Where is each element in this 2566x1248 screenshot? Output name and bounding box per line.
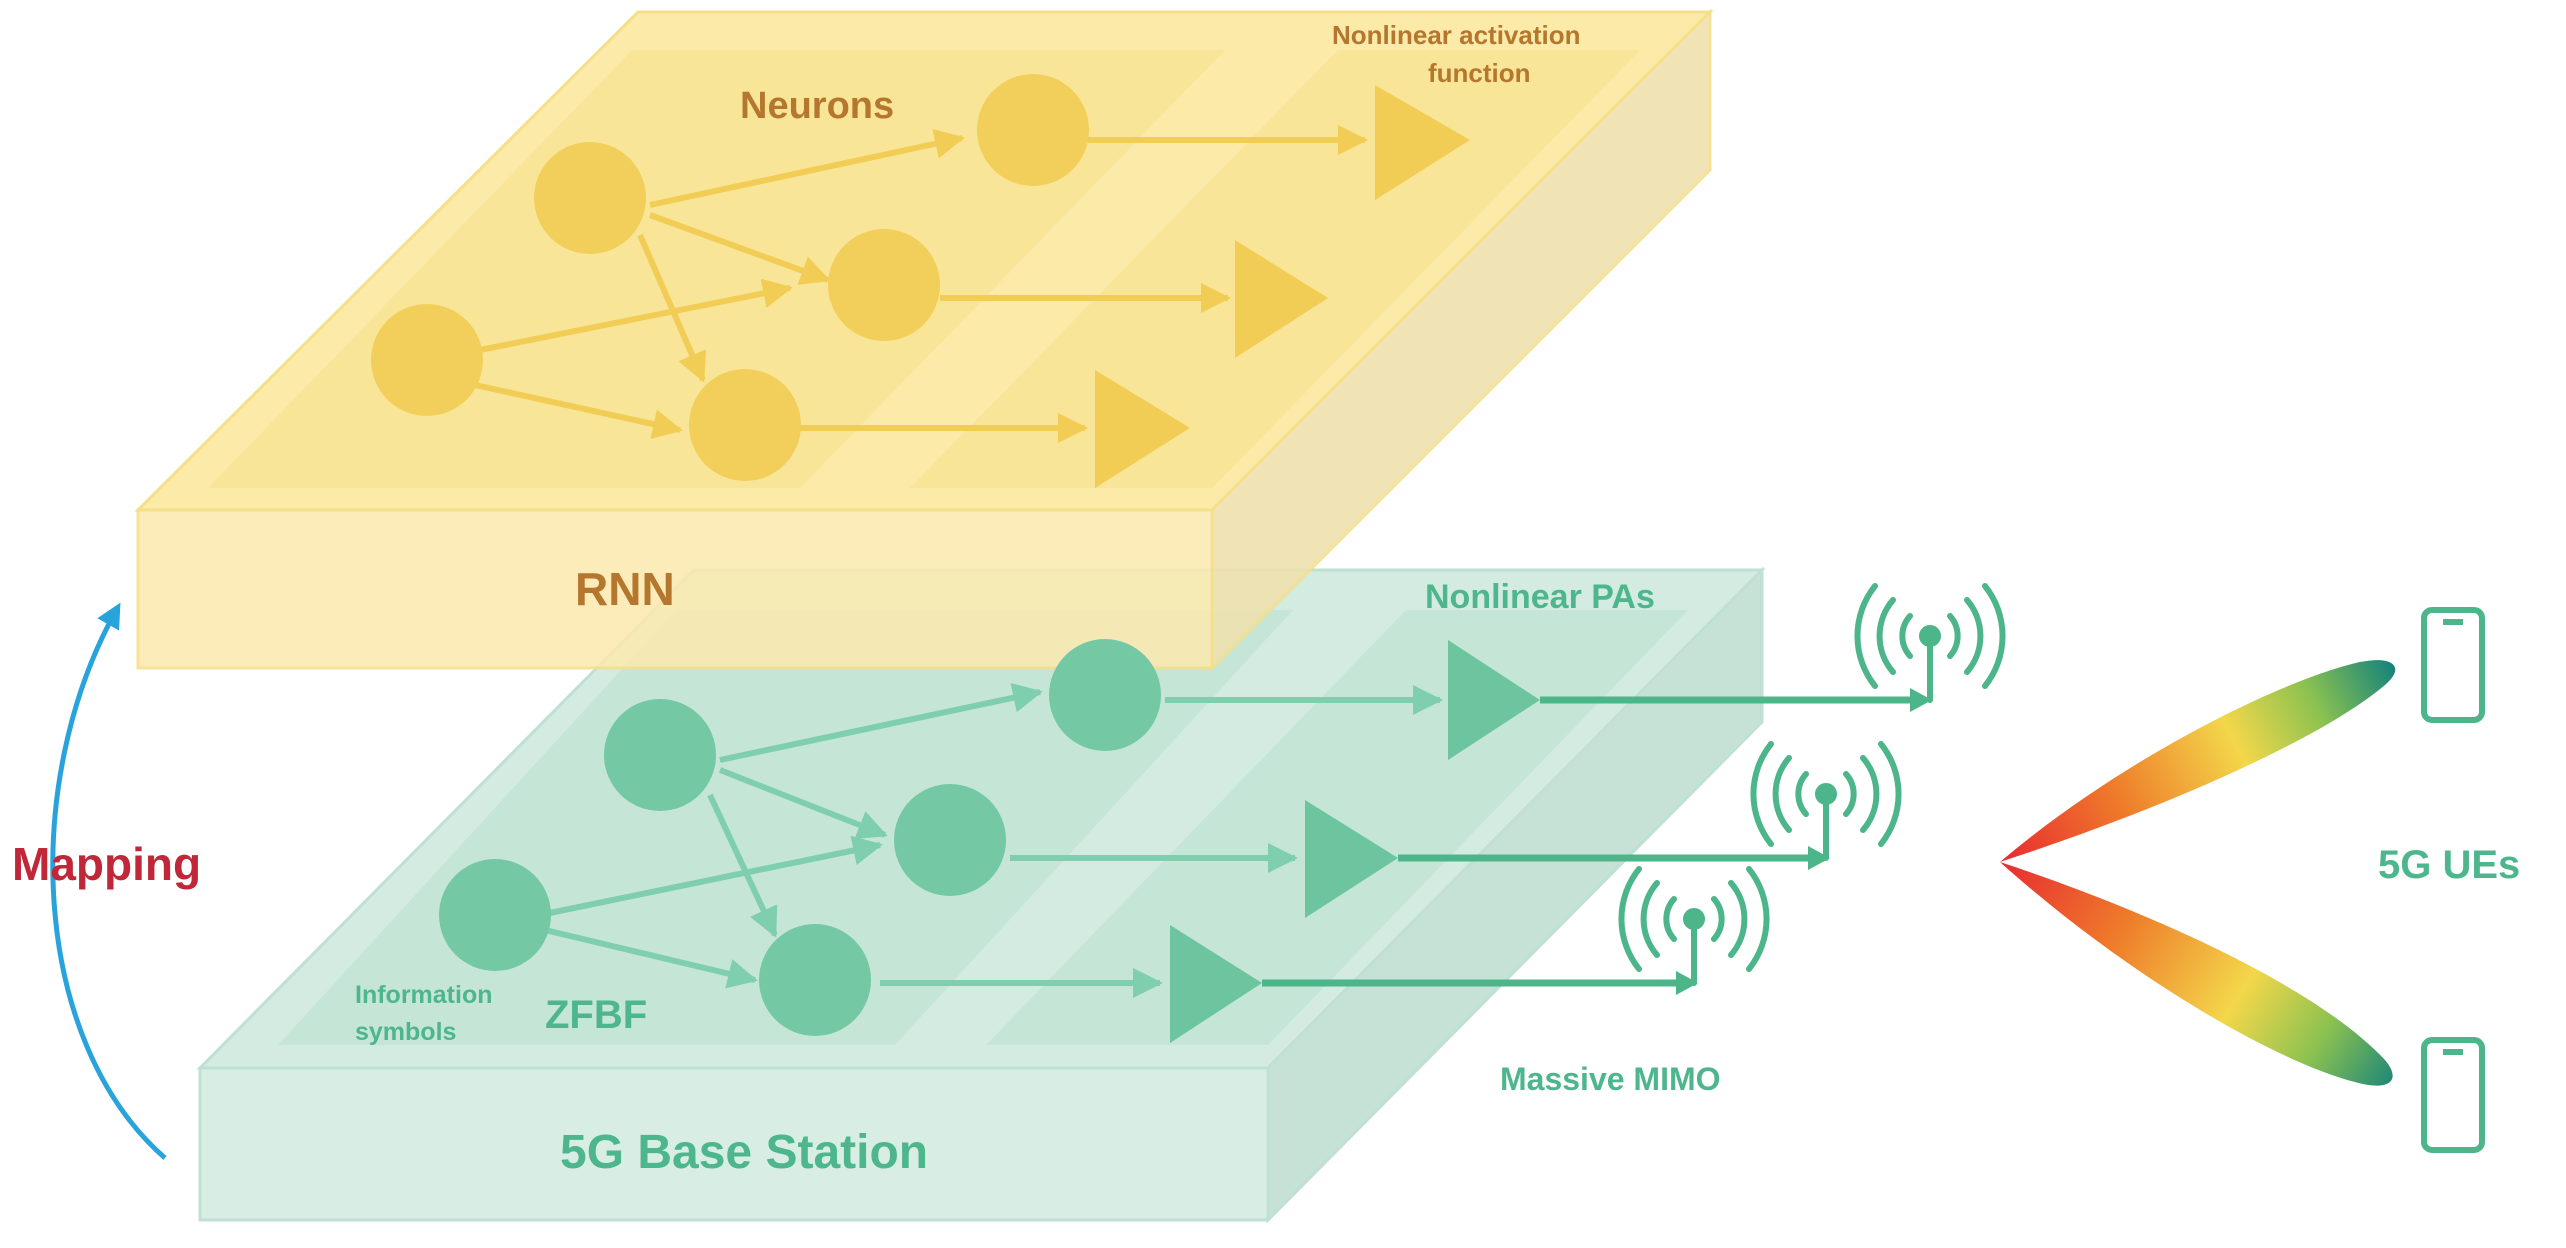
pa-to-antenna-lines (1262, 696, 1925, 987)
phone-icon (2421, 607, 2485, 723)
pa-triangle (1305, 800, 1398, 918)
antenna-icon (1854, 583, 2006, 703)
neurons-label: Neurons (740, 85, 894, 127)
bs-network (539, 682, 1443, 998)
beam-pattern (2000, 660, 2396, 1086)
mapping-arrow (50, 602, 167, 1160)
beam-lobe-down (2000, 862, 2393, 1086)
activation-triangle (1375, 85, 1470, 200)
antenna-arrowheads (1676, 688, 1932, 995)
bs-node (604, 699, 716, 811)
pa-triangle (1448, 640, 1540, 760)
rnn-front-face (136, 508, 1214, 670)
zfbf-label: ZFBF (545, 993, 647, 1037)
activation-triangle (1095, 370, 1190, 488)
info-symbols-label-line2: symbols (355, 1018, 456, 1046)
massive-mimo-label: Massive MIMO (1500, 1061, 1721, 1097)
rnn-activations (1095, 85, 1470, 488)
rnn-neuron (689, 369, 801, 481)
bs-node (1049, 639, 1161, 751)
rnn-neuron (828, 229, 940, 341)
rnn-label: RNN (575, 563, 675, 615)
antenna-icon (1618, 866, 1770, 986)
bs-node (439, 859, 551, 971)
pa-triangle (1170, 925, 1262, 1043)
rnn-neuron (371, 304, 483, 416)
rnn-neuron (534, 142, 646, 254)
bs-nodes (439, 639, 1161, 1036)
mapping-label: Mapping (12, 838, 201, 890)
bs-node (759, 924, 871, 1036)
rnn-neurons (371, 74, 1089, 481)
nonlinear-pas-label: Nonlinear PAs (1425, 578, 1655, 616)
antenna-icon (1750, 741, 1902, 861)
ues-label: 5G UEs (2378, 843, 2520, 887)
rnn-network (429, 125, 1368, 443)
bs-node (894, 784, 1006, 896)
rnn-neuron (977, 74, 1089, 186)
bs-front-face (198, 1066, 1270, 1222)
beam-lobe-up (2000, 660, 2396, 862)
info-symbols-label-line1: Information (355, 981, 493, 1009)
phone-icon (2421, 1037, 2485, 1153)
activation-label-line1: Nonlinear activation (1332, 20, 1581, 50)
activation-triangle (1235, 240, 1328, 358)
base-station-label: 5G Base Station (560, 1126, 928, 1179)
activation-label-line2: function (1428, 58, 1531, 88)
bs-power-amplifiers (1170, 640, 1540, 1043)
